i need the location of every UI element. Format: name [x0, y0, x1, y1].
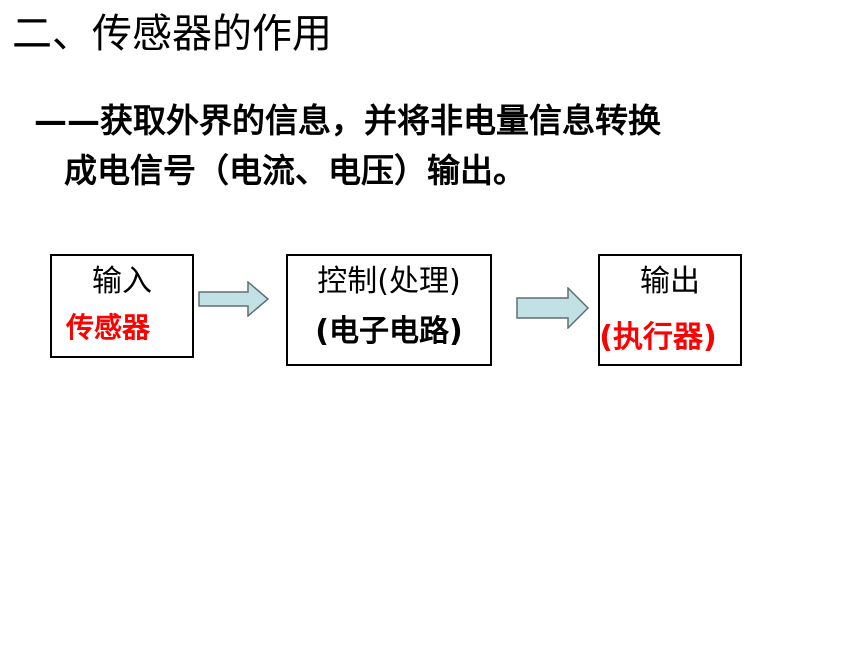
control-box: 控制(处理) (电子电路): [286, 254, 492, 366]
slide-title: 二、传感器的作用: [12, 11, 332, 57]
control-label: 控制(处理): [317, 264, 461, 299]
input-box: 输入 传感器: [50, 254, 194, 358]
output-label: 输出: [640, 264, 700, 299]
arrow-right-icon: [516, 287, 590, 329]
definition-line-2: 成电信号（电流、电压）输出。: [64, 151, 526, 190]
input-label: 输入: [92, 264, 152, 299]
output-box: 输出 (执行器): [598, 254, 742, 366]
definition-text: ——获取外界的信息，并将非电量信息转换 成电信号（电流、电压）输出。: [34, 96, 854, 196]
definition-line-1: ——获取外界的信息，并将非电量信息转换: [34, 101, 661, 140]
output-sublabel: (执行器): [599, 320, 717, 355]
control-sublabel: (电子电路): [315, 314, 463, 349]
arrow-right-icon: [198, 281, 270, 317]
input-sublabel: 传感器: [65, 311, 150, 344]
